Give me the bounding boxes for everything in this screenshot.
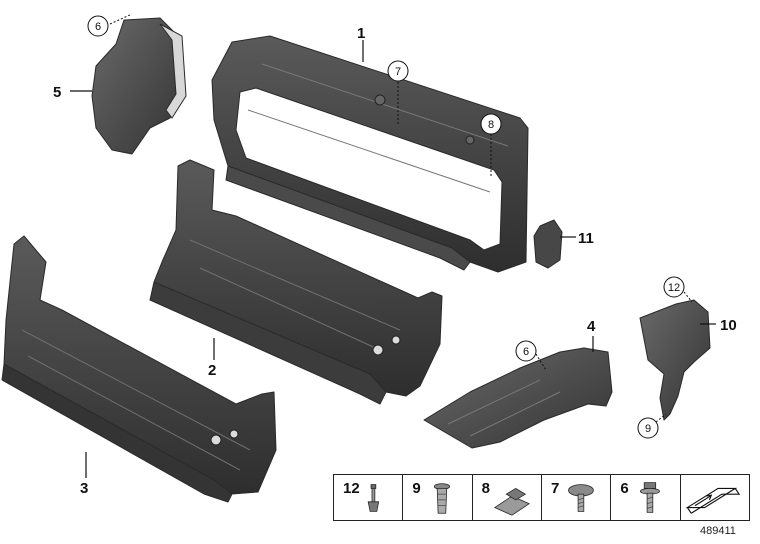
rivet-icon — [367, 484, 380, 512]
callout-7: 7 — [387, 60, 409, 82]
label-part-2: 2 — [208, 362, 216, 379]
push-fastener-icon — [640, 482, 661, 513]
callout-8: 8 — [480, 113, 502, 135]
part-3-lower-guide — [1, 235, 277, 503]
label-part-5: 5 — [53, 84, 61, 101]
legend-label-12: 12 — [343, 480, 360, 497]
legend-cell-12: 12 — [334, 475, 404, 520]
direction-arrow-icon — [685, 487, 740, 514]
svg-text:8: 8 — [488, 119, 494, 131]
fastener-legend: 12 9 8 7 6 — [333, 474, 750, 521]
expanding-rivet-icon — [434, 483, 451, 514]
legend-label-9: 9 — [412, 480, 421, 497]
label-part-3: 3 — [80, 480, 88, 497]
label-part-1: 1 — [357, 25, 365, 42]
svg-text:7: 7 — [395, 66, 401, 78]
label-part-10: 10 — [720, 317, 737, 334]
part-1-frame — [211, 35, 529, 273]
svg-text:6: 6 — [523, 346, 529, 358]
svg-text:12: 12 — [668, 282, 680, 294]
callout-9: 9 — [637, 417, 659, 439]
callout-12: 12 — [663, 276, 685, 298]
svg-text:9: 9 — [645, 423, 651, 435]
legend-cell-9: 9 — [403, 475, 473, 520]
part-5-side-duct — [91, 17, 187, 155]
part-10-duct — [639, 299, 711, 421]
legend-label-6: 6 — [620, 480, 629, 497]
part-11-cap — [533, 219, 563, 269]
legend-label-7: 7 — [550, 480, 560, 497]
label-part-4: 4 — [587, 318, 596, 335]
legend-cell-6: 6 — [611, 475, 681, 520]
clip-nut-icon — [493, 487, 530, 516]
legend-cell-arrow — [681, 475, 749, 520]
callout-6-lower: 6 — [515, 340, 537, 362]
legend-cell-8: 8 — [473, 475, 542, 520]
part-2-air-guide — [149, 159, 443, 405]
legend-label-8: 8 — [481, 480, 490, 497]
svg-text:6: 6 — [95, 21, 101, 33]
legend-cell-7: 7 — [542, 475, 612, 520]
reference-number: 489411 — [700, 525, 736, 537]
flat-head-screw-icon — [568, 484, 594, 512]
part-4-deflector — [423, 347, 613, 449]
label-part-11: 11 — [578, 230, 594, 247]
callout-6-top: 6 — [87, 15, 109, 37]
